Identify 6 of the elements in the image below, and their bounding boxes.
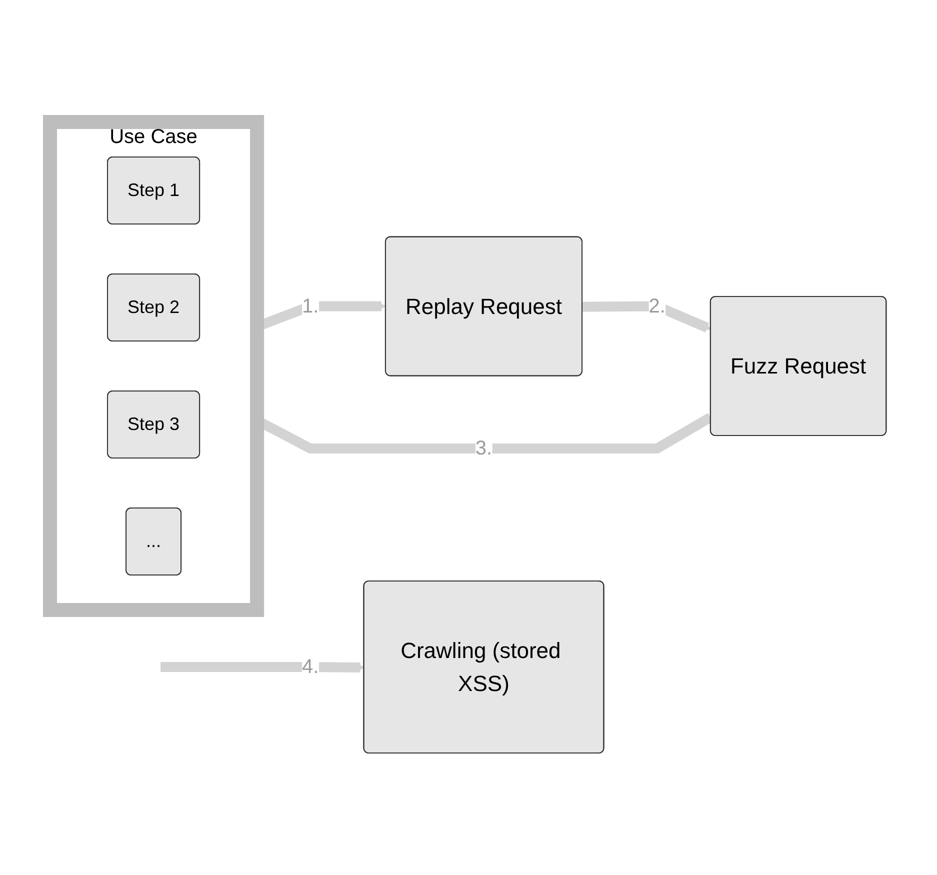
edge-label: 4. (302, 656, 320, 678)
edge-label: 2. (649, 295, 666, 318)
arrow (582, 301, 712, 332)
edge-label: 3. (476, 438, 492, 460)
arrow (160, 662, 366, 672)
edge-label: 1. (302, 295, 320, 318)
